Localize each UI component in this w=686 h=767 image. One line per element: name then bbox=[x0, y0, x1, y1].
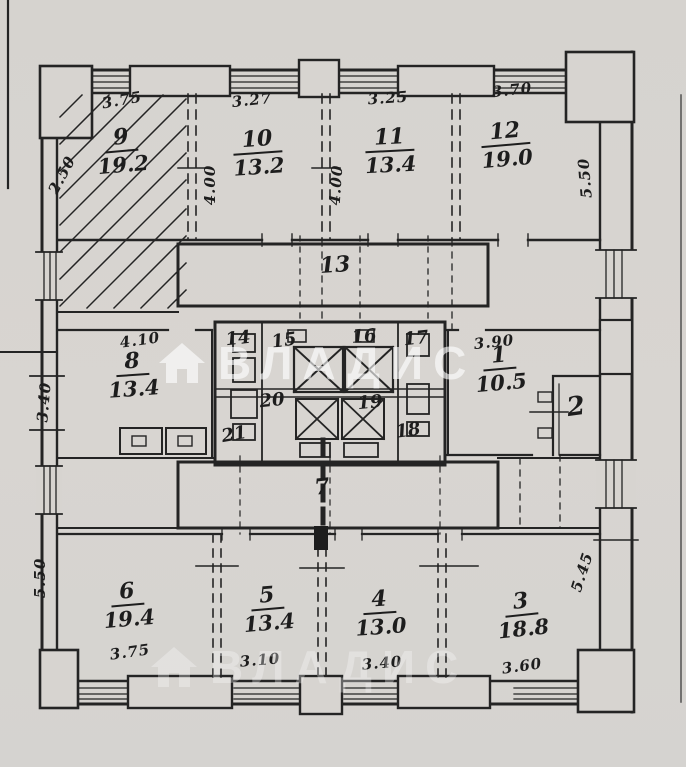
room-20-label: 20 bbox=[258, 389, 285, 413]
room-11-label: 11 13.4 bbox=[363, 123, 417, 179]
room-8-label: 8 13.4 bbox=[106, 348, 161, 403]
room-4-area: 13.0 bbox=[354, 612, 408, 641]
room-21-number: 21 bbox=[219, 421, 249, 448]
room-6-number: 6 bbox=[109, 577, 145, 608]
room-12-area: 19.0 bbox=[480, 143, 534, 174]
room-4-label: 4 13.0 bbox=[353, 586, 408, 641]
room-6-label: 6 19.4 bbox=[100, 577, 156, 634]
room-17-number: 17 bbox=[402, 326, 430, 351]
dim-room6-left: 5.50 bbox=[31, 557, 49, 599]
room-18-label: 18 bbox=[394, 418, 422, 442]
room-17-label: 17 bbox=[402, 327, 429, 351]
room-3-label: 3 18.8 bbox=[494, 587, 551, 644]
dim-room11-top: 3.25 bbox=[367, 87, 409, 109]
dim-room5-bottom: 3.10 bbox=[239, 649, 281, 671]
room-4-number: 4 bbox=[361, 586, 397, 616]
room-13-number: 13 bbox=[318, 250, 352, 280]
room-9-label: 9 19.2 bbox=[94, 123, 150, 180]
room-8-area: 13.4 bbox=[107, 374, 161, 403]
room-21-label: 21 bbox=[220, 422, 248, 447]
room-5-label: 5 13.4 bbox=[240, 581, 296, 638]
room-10-number: 10 bbox=[231, 125, 283, 156]
room-14-label: 14 bbox=[224, 327, 251, 351]
room-13-label: 13 bbox=[319, 251, 351, 279]
room-10-label: 10 13.2 bbox=[231, 125, 286, 181]
room-11-number: 11 bbox=[364, 123, 415, 154]
dim-room8-left: 3.40 bbox=[33, 381, 55, 423]
room-7-label: 7 bbox=[313, 473, 331, 500]
room-10-area: 13.2 bbox=[232, 152, 286, 181]
room-3-number: 3 bbox=[502, 587, 539, 618]
room-5-area: 13.4 bbox=[242, 607, 296, 638]
room-9-number: 9 bbox=[103, 123, 139, 154]
room-19-number: 19 bbox=[356, 390, 384, 415]
room-9-area: 19.2 bbox=[96, 149, 150, 180]
dim-room11-left: 4.00 bbox=[325, 164, 347, 206]
room-15-number: 15 bbox=[270, 328, 298, 353]
room-7-number: 7 bbox=[313, 473, 331, 501]
room-8-number: 8 bbox=[114, 348, 150, 378]
room-20-number: 20 bbox=[258, 388, 286, 413]
room-18-number: 18 bbox=[394, 418, 422, 443]
room-3-area: 18.8 bbox=[496, 613, 551, 644]
room-14-number: 14 bbox=[224, 326, 252, 351]
room-5-number: 5 bbox=[249, 581, 285, 612]
room-6-area: 19.4 bbox=[102, 603, 156, 634]
room-15-label: 15 bbox=[270, 328, 298, 352]
room-11-area: 13.4 bbox=[364, 150, 417, 179]
room-1-area: 10.5 bbox=[474, 367, 528, 398]
room-16-number: 16 bbox=[350, 325, 378, 348]
room-12-label: 12 19.0 bbox=[478, 117, 534, 174]
dim-room10-left: 4.00 bbox=[201, 164, 219, 206]
room-16-label: 16 bbox=[351, 325, 377, 348]
room-19-label: 19 bbox=[357, 391, 384, 414]
dim-room4-bottom: 3.40 bbox=[361, 652, 403, 674]
dim-room12-right: 5.50 bbox=[574, 157, 596, 199]
